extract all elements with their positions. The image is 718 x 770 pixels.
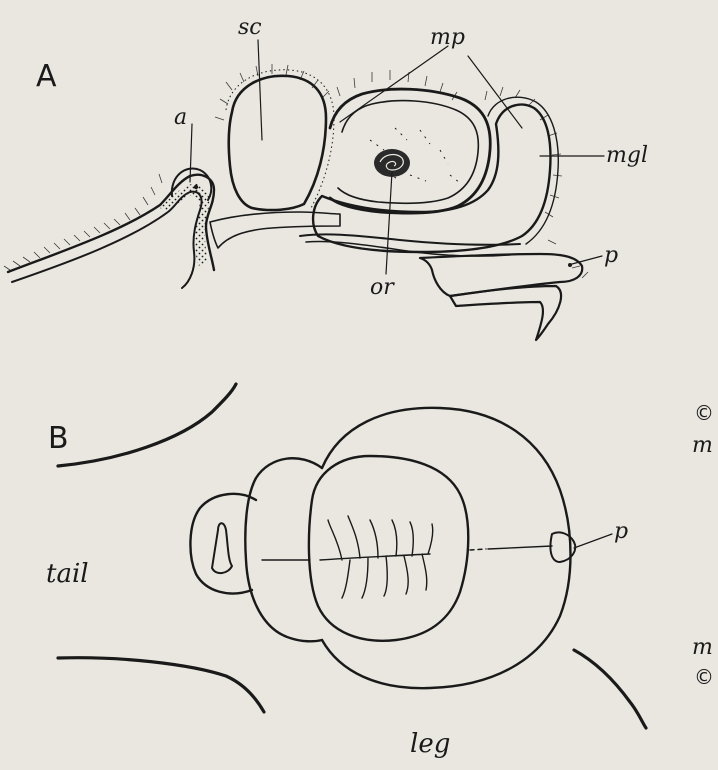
anal-opening (212, 523, 232, 573)
margin-copyright-bottom: © (694, 665, 714, 689)
margin-m-top: m (692, 433, 713, 458)
panel-a-letter: A (36, 59, 57, 94)
label-p-a: p (604, 243, 618, 268)
pouch-wall-mp (330, 89, 490, 213)
label-mgl: mgl (606, 143, 648, 168)
label-or: or (370, 275, 395, 300)
outer-pouch (322, 408, 571, 688)
margin-copyright-top: © (694, 401, 714, 425)
label-leg: leg (410, 729, 450, 759)
pouch-inner-wall (338, 101, 478, 204)
panel-b-letter: B (48, 421, 69, 456)
structure-a-dot (194, 185, 198, 189)
midline-dash (470, 549, 486, 550)
label-mp: mp (430, 25, 465, 50)
body-contour-bottom-left (58, 658, 264, 712)
body-contour-top-left (58, 384, 236, 466)
gland-mgl (313, 105, 550, 252)
label-p-b: p (614, 519, 628, 544)
scent-sac-sc (229, 76, 326, 210)
panel-b: B tail leg p (46, 384, 646, 759)
inner-organ-branches (320, 516, 433, 598)
inner-organ (309, 456, 468, 641)
process-p-tip (568, 263, 572, 267)
process-p-lower (450, 286, 561, 340)
midline-right (488, 546, 552, 549)
margin-m-bottom: m (692, 635, 713, 660)
label-tail: tail (46, 559, 89, 589)
body-contour-bottom-right (574, 650, 646, 728)
panel-a: A sc mp a mgl or p (4, 15, 648, 340)
label-sc: sc (238, 15, 262, 40)
middle-lobe (245, 458, 322, 641)
margin-marks: © m m © (692, 401, 714, 689)
hair-fringe (4, 64, 588, 278)
label-a: a (174, 105, 187, 130)
leader-p-b (574, 534, 612, 548)
connecting-strip (210, 212, 340, 248)
